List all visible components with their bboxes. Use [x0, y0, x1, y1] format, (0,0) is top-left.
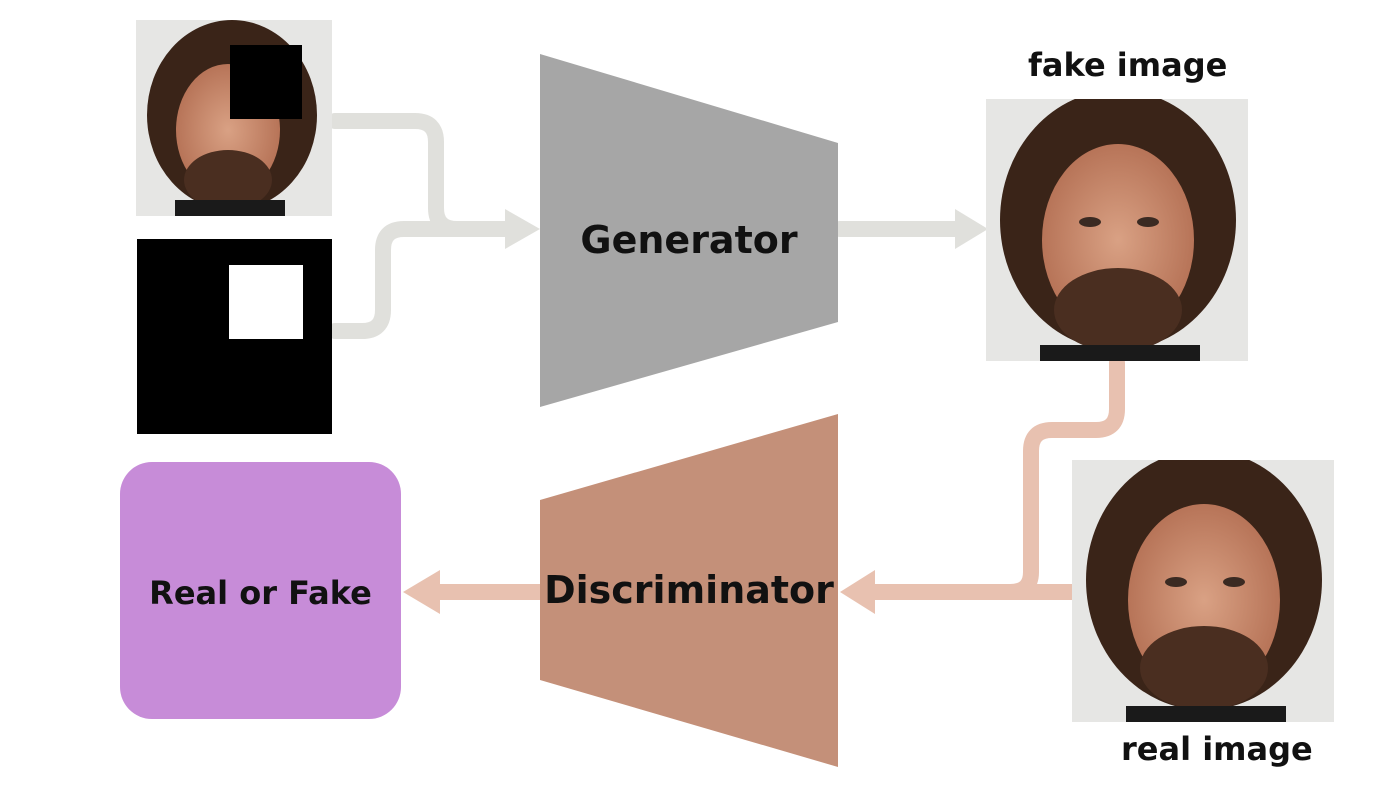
discriminator-output-arrowhead	[403, 570, 440, 614]
generator-label: Generator	[580, 218, 798, 262]
binary-mask	[137, 239, 332, 434]
discriminator-label: Discriminator	[544, 568, 834, 612]
generator-block	[540, 54, 838, 407]
masked-input-image	[136, 20, 332, 216]
discriminator-block	[540, 414, 838, 767]
real-image	[1072, 460, 1334, 722]
real-image-label: real image	[1121, 730, 1313, 768]
generator-output-arrowhead	[955, 209, 988, 249]
image-to-generator-connector	[327, 113, 513, 237]
real-or-fake-label: Real or Fake	[149, 574, 372, 612]
discriminator-input-arrowhead	[840, 570, 875, 614]
fake-image-label: fake image	[1028, 46, 1228, 84]
discriminator-input-arrows	[432, 355, 1125, 600]
generator-input-arrowhead	[505, 209, 540, 249]
real-or-fake-box	[120, 462, 401, 719]
mask-to-generator-connector	[327, 221, 513, 339]
fake-image	[986, 99, 1248, 361]
mask-patch	[230, 45, 302, 119]
generator-input-arrows	[327, 113, 963, 339]
